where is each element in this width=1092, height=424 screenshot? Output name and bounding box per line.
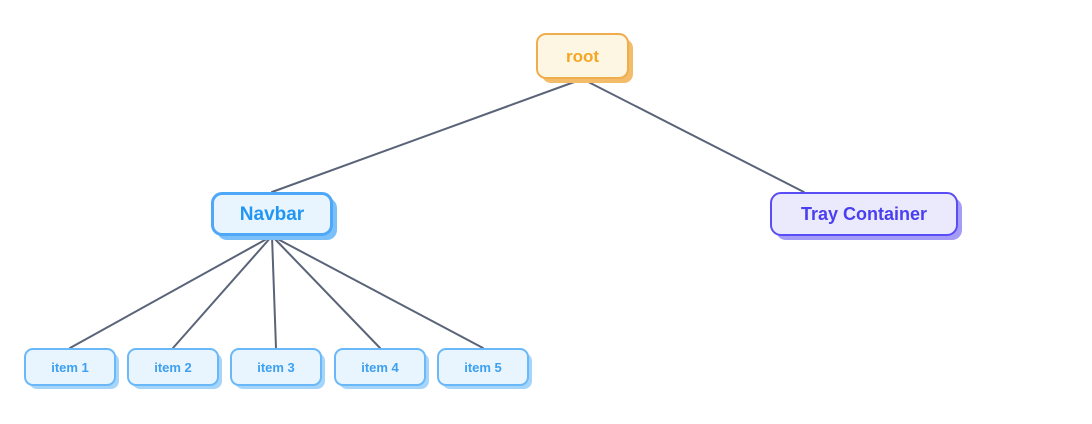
- node-item-2-label: item 2: [154, 359, 192, 375]
- node-tray-container[interactable]: Tray Container: [770, 192, 958, 236]
- node-root[interactable]: root: [536, 33, 629, 79]
- node-item-5-label: item 5: [464, 359, 502, 375]
- node-item-5[interactable]: item 5: [437, 348, 529, 386]
- node-item-4[interactable]: item 4: [334, 348, 426, 386]
- node-item-3[interactable]: item 3: [230, 348, 322, 386]
- node-navbar[interactable]: Navbar: [211, 192, 333, 236]
- node-navbar-label: Navbar: [239, 203, 305, 225]
- node-root-label: root: [565, 46, 600, 66]
- node-item-4-label: item 4: [361, 359, 399, 375]
- node-item-1[interactable]: item 1: [24, 348, 116, 386]
- node-item-1-label: item 1: [51, 359, 89, 375]
- node-item-2[interactable]: item 2: [127, 348, 219, 386]
- node-tray-container-label: Tray Container: [800, 204, 928, 224]
- node-item-3-label: item 3: [257, 359, 295, 375]
